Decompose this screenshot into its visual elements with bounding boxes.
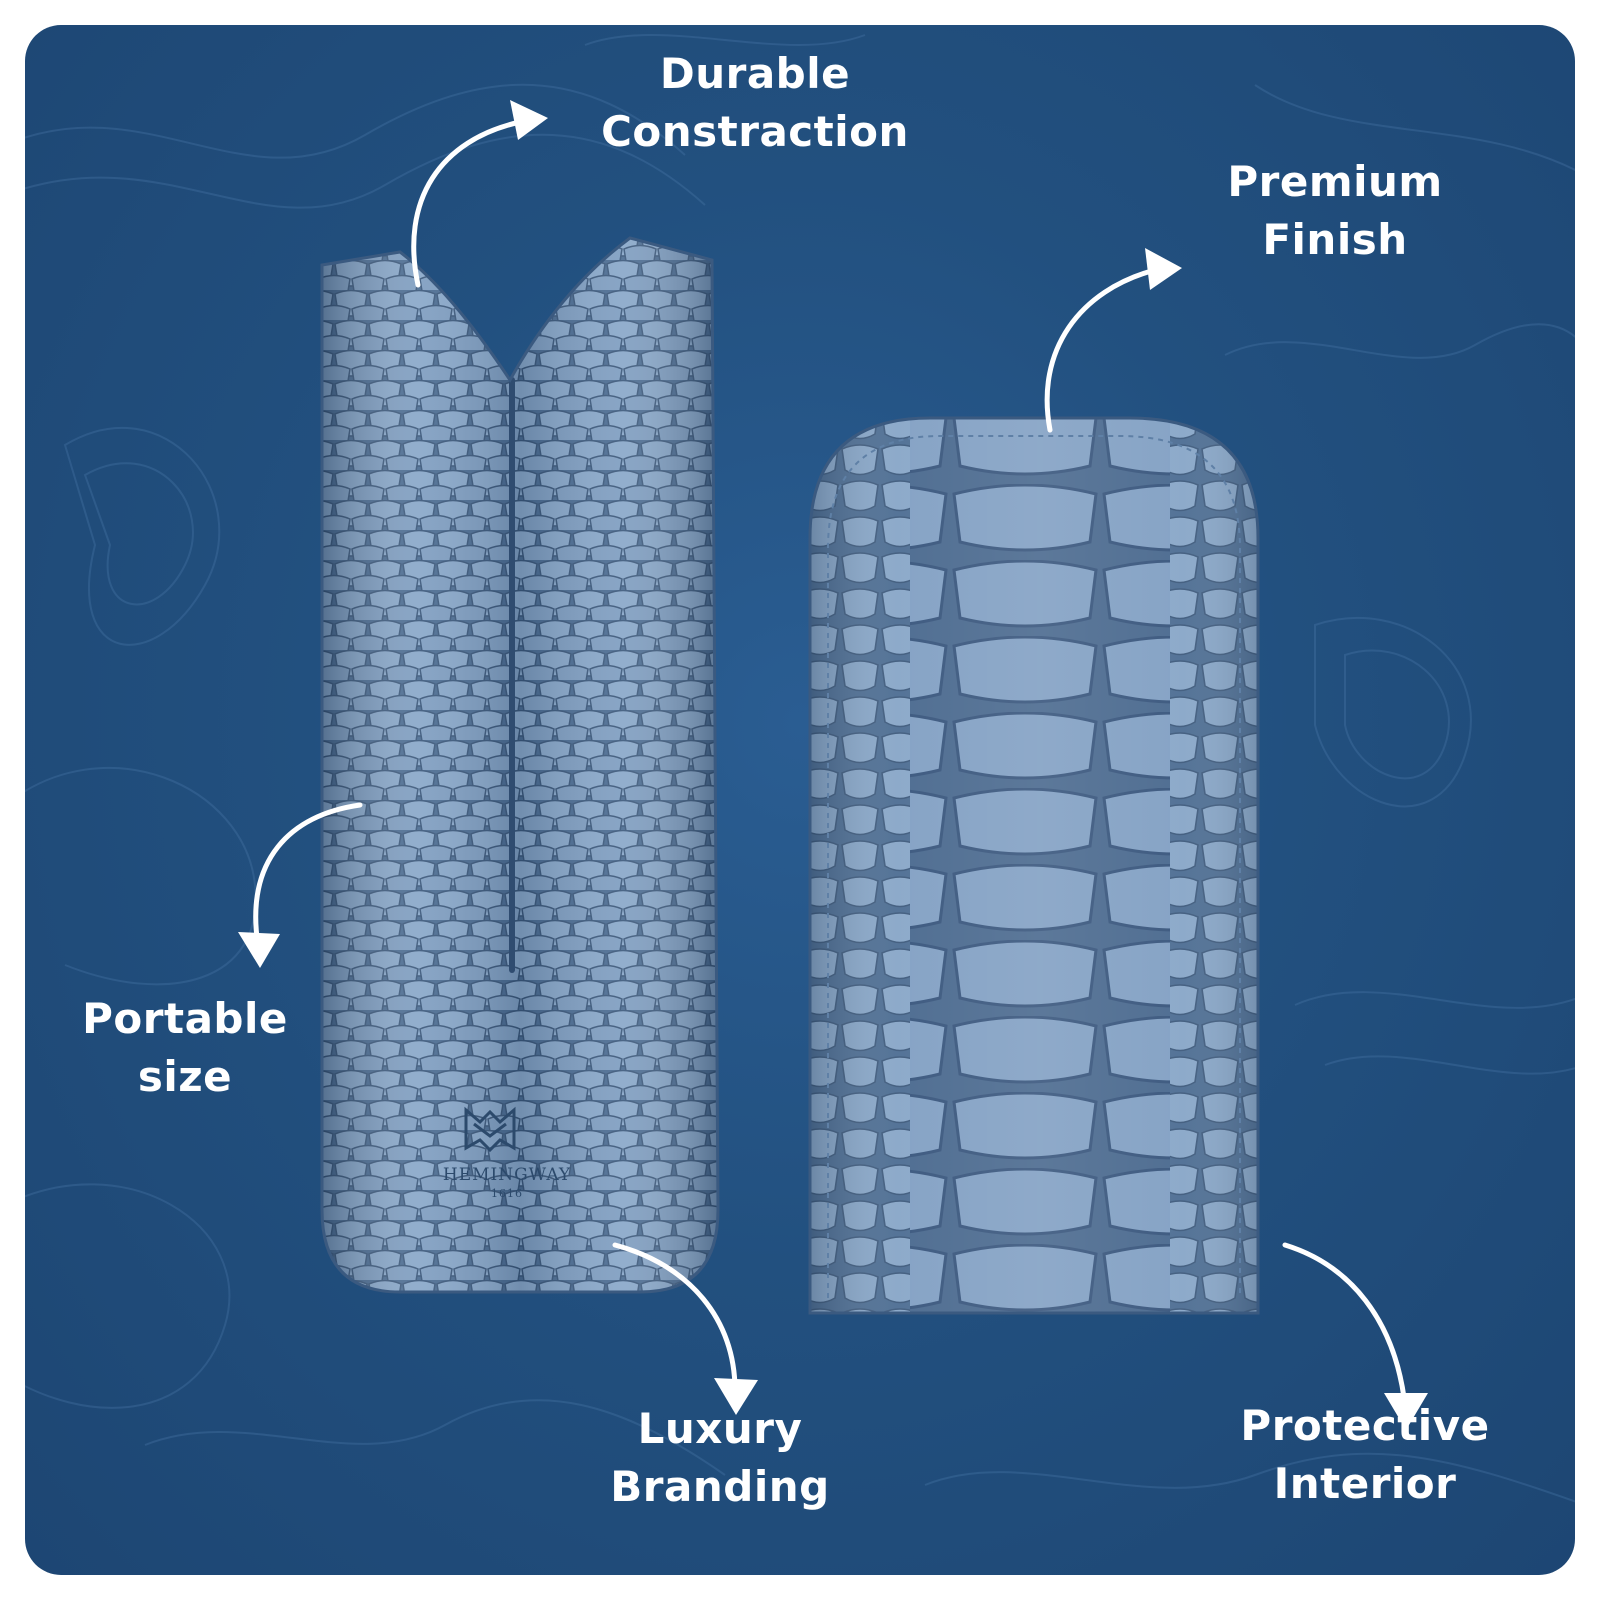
label-durable-line2: Constraction	[601, 107, 909, 156]
product-card: Durable Constraction Premium Finish Port…	[25, 25, 1575, 1575]
brand-wordmark: HEMINGWAY 1616	[407, 1165, 607, 1200]
topographic-background	[25, 34, 1575, 1503]
label-durable-line1: Durable	[659, 49, 851, 98]
label-portable-line2: size	[137, 1052, 233, 1101]
label-protective-line1: Protective	[1240, 1401, 1490, 1450]
open-cigar-sleeve	[320, 236, 720, 1294]
closed-cigar-case	[808, 416, 1260, 1315]
label-luxury-line1: Luxury	[637, 1404, 803, 1453]
label-protective-interior: Protective Interior	[1185, 1397, 1545, 1513]
brand-year: 1616	[491, 1187, 523, 1200]
label-luxury-line2: Branding	[610, 1462, 830, 1511]
label-durable-construction: Durable Constraction	[545, 45, 965, 161]
label-premium-line2: Finish	[1262, 215, 1408, 264]
label-portable-line1: Portable	[82, 994, 288, 1043]
brand-name: HEMINGWAY	[442, 1165, 572, 1185]
label-luxury-branding: Luxury Branding	[560, 1400, 880, 1516]
label-premium-line1: Premium	[1227, 157, 1443, 206]
label-portable-size: Portable size	[45, 990, 325, 1106]
double-m-crest-icon	[464, 1106, 516, 1153]
label-premium-finish: Premium Finish	[1155, 153, 1515, 269]
label-protective-line2: Interior	[1273, 1459, 1457, 1508]
